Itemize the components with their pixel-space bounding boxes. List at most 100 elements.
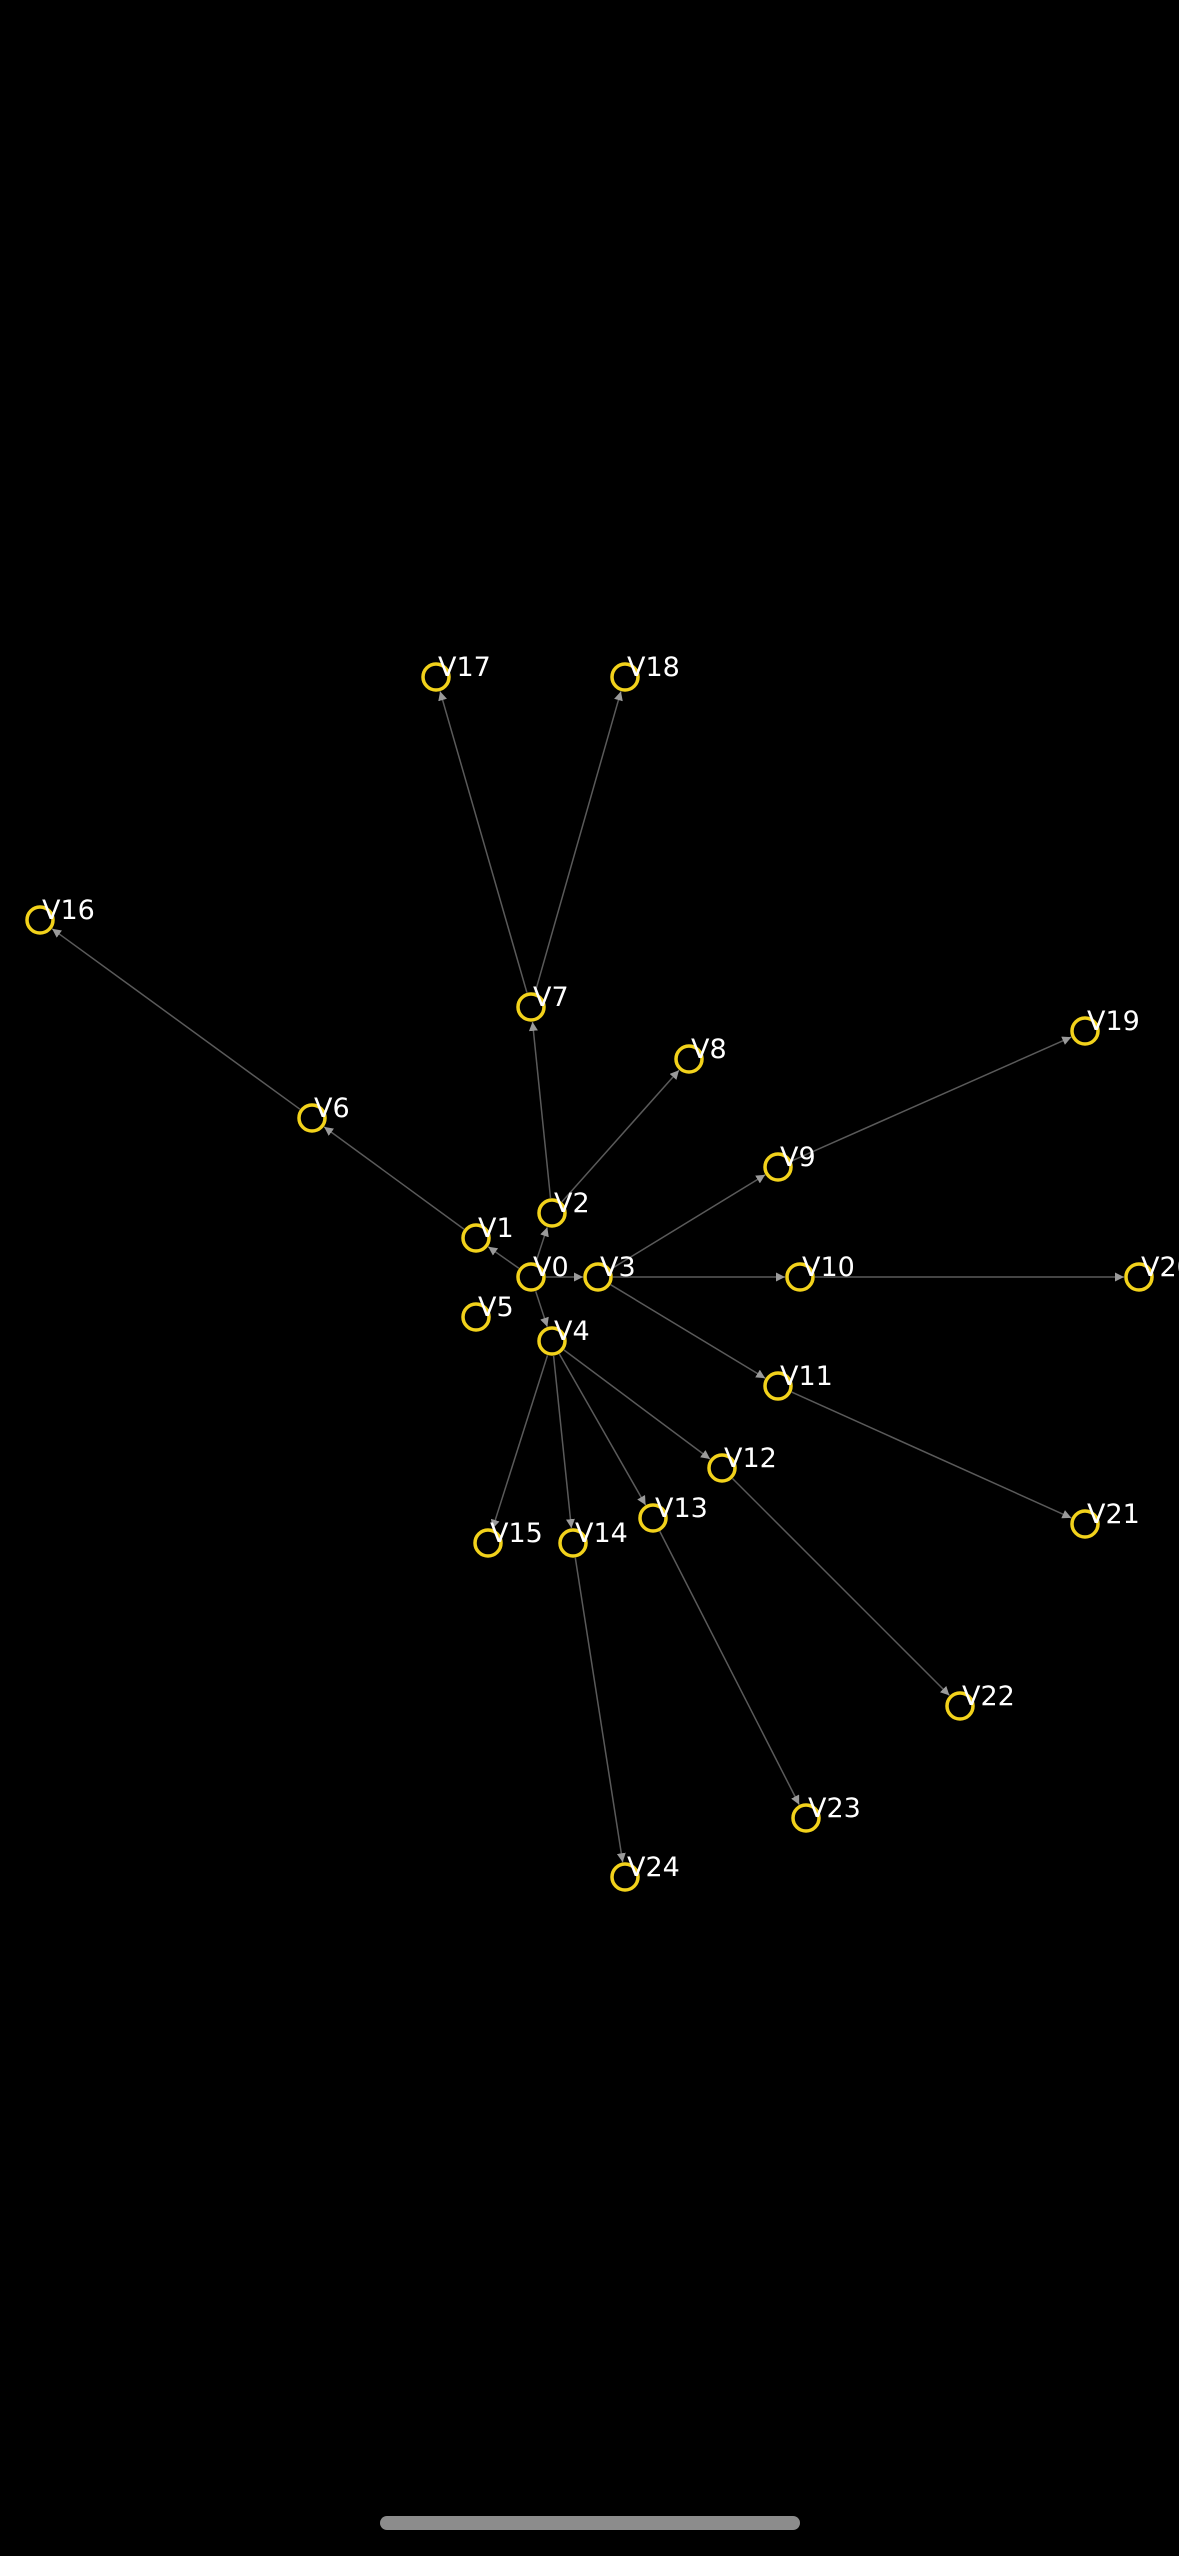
home-indicator-bar[interactable] [380,2516,800,2530]
edge-v4-v15 [490,1355,549,1529]
node-v22[interactable]: V22 [945,1681,1015,1721]
node-v15[interactable]: V15 [473,1518,543,1558]
node-label: V2 [554,1188,590,1219]
node-circle[interactable] [791,1803,821,1833]
node-circle[interactable] [537,1326,567,1356]
node-label: V6 [314,1093,350,1124]
node-v20[interactable]: V20 [1124,1252,1179,1292]
node-label: V22 [962,1681,1015,1712]
edge-v7-v17 [438,691,528,993]
node-v9[interactable]: V9 [763,1142,816,1182]
edge-v7-v18 [534,691,623,993]
node-v1[interactable]: V1 [461,1213,514,1253]
node-v14[interactable]: V14 [558,1518,628,1558]
node-label: V12 [724,1443,777,1474]
node-v18[interactable]: V18 [610,652,680,692]
edge-v0-v2 [534,1227,549,1263]
edge-v3-v11 [610,1284,766,1379]
node-circle[interactable] [461,1302,491,1332]
node-label: V3 [600,1252,636,1283]
node-circle[interactable] [558,1528,588,1558]
edge-v14-v24 [574,1557,626,1863]
node-label: V9 [780,1142,816,1173]
node-label: V16 [42,895,95,926]
edge-v4-v13 [558,1353,647,1506]
node-circle[interactable] [763,1371,793,1401]
node-label: V15 [490,1518,543,1549]
node-v3[interactable]: V3 [583,1252,636,1292]
node-label: V11 [780,1361,833,1392]
node-label: V21 [1087,1499,1140,1530]
node-label: V8 [691,1034,727,1065]
node-circle[interactable] [1070,1016,1100,1046]
node-v12[interactable]: V12 [707,1443,777,1483]
edge-v2-v7 [528,1021,552,1199]
node-circle[interactable] [610,662,640,692]
node-circle[interactable] [421,662,451,692]
node-circle[interactable] [1124,1262,1154,1292]
edges-layer [51,691,1124,1863]
edge-v0-v4 [534,1291,549,1327]
node-v23[interactable]: V23 [791,1793,861,1833]
node-label: V19 [1087,1006,1140,1037]
node-label: V20 [1141,1252,1179,1283]
node-v5[interactable]: V5 [461,1292,514,1332]
node-circle[interactable] [1070,1509,1100,1539]
node-v4[interactable]: V4 [537,1316,590,1356]
node-circle[interactable] [763,1152,793,1182]
edge-v2-v8 [561,1069,680,1203]
node-label: V13 [655,1493,708,1524]
edge-v1-v6 [323,1126,465,1230]
node-v16[interactable]: V16 [25,895,95,935]
node-label: V1 [478,1213,514,1244]
node-circle[interactable] [473,1528,503,1558]
node-v24[interactable]: V24 [610,1852,680,1892]
node-circle[interactable] [516,992,546,1022]
node-v7[interactable]: V7 [516,982,569,1022]
node-label: V0 [533,1252,569,1283]
node-circle[interactable] [461,1223,491,1253]
node-label: V24 [627,1852,680,1883]
node-circle[interactable] [537,1198,567,1228]
node-circle[interactable] [297,1103,327,1133]
node-circle[interactable] [25,905,55,935]
node-label: V18 [627,652,680,683]
node-v13[interactable]: V13 [638,1493,708,1533]
edge-v9-v19 [791,1036,1072,1162]
node-v10[interactable]: V10 [785,1252,855,1292]
edge-v11-v21 [791,1391,1072,1519]
node-circle[interactable] [516,1262,546,1292]
node-label: V10 [802,1252,855,1283]
node-label: V17 [438,652,491,683]
node-label: V4 [554,1316,590,1347]
node-v0[interactable]: V0 [516,1252,569,1292]
node-circle[interactable] [583,1262,613,1292]
node-circle[interactable] [638,1503,668,1533]
node-label: V14 [575,1518,628,1549]
node-circle[interactable] [785,1262,815,1292]
node-v8[interactable]: V8 [674,1034,727,1074]
edge-v4-v14 [552,1355,575,1529]
node-label: V5 [478,1292,514,1323]
edge-v12-v22 [732,1478,950,1696]
node-v21[interactable]: V21 [1070,1499,1140,1539]
edge-v0-v1 [487,1246,520,1269]
node-v11[interactable]: V11 [763,1361,833,1401]
edge-v3-v9 [610,1174,766,1270]
node-label: V23 [808,1793,861,1824]
node-v17[interactable]: V17 [421,652,491,692]
edge-v6-v16 [51,928,301,1110]
node-v6[interactable]: V6 [297,1093,350,1133]
node-v19[interactable]: V19 [1070,1006,1140,1046]
node-v2[interactable]: V2 [537,1188,590,1228]
node-circle[interactable] [707,1453,737,1483]
node-label: V7 [533,982,569,1013]
node-circle[interactable] [674,1044,704,1074]
node-circle[interactable] [610,1862,640,1892]
edge-v13-v23 [659,1531,800,1805]
node-circle[interactable] [945,1691,975,1721]
edge-v4-v12 [563,1349,711,1460]
